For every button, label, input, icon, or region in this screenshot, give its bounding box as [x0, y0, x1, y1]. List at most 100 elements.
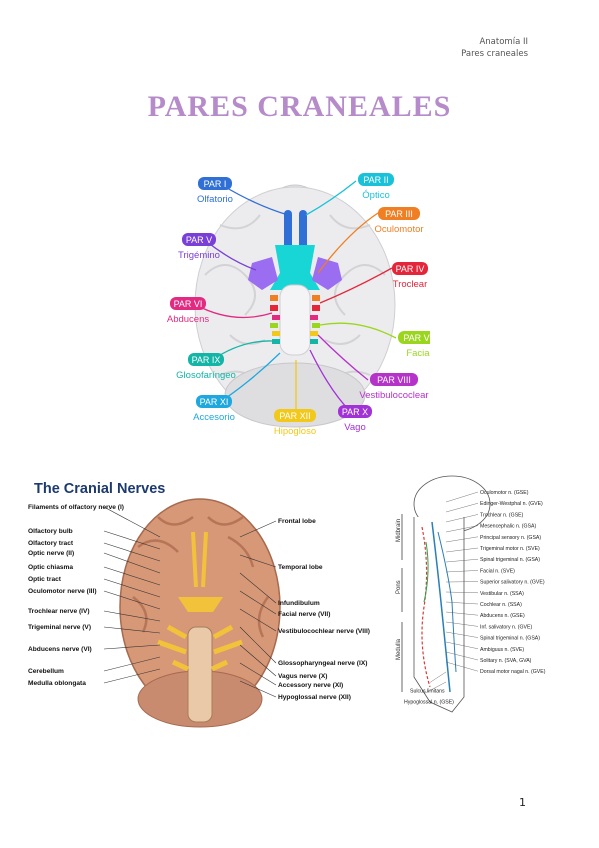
nucleus-label: Oculomotor n. (GSE) — [480, 490, 529, 496]
running-header: Anatomía II Pares craneales — [461, 36, 528, 60]
olfactory-right — [299, 210, 307, 255]
nucleus-label: Vestibular n. (SSA) — [480, 591, 524, 597]
pair-tag: PAR XII — [279, 411, 310, 421]
pair-name: Facial — [406, 348, 430, 359]
pair-badge — [358, 173, 394, 186]
left-label: Trigeminal nerve (V) — [28, 624, 91, 631]
side-label-medulla: Medulla — [396, 638, 402, 660]
nucleus-label: Solitary n. (SVA, GVA) — [480, 658, 532, 664]
nuclei-schematic: Midbrain Pons Medulla Oculomotor n. (GSE… — [390, 472, 580, 717]
trigeminal-left — [248, 257, 278, 290]
nuclei-labels: Oculomotor n. (GSE) Edinger-Westphal n. (… — [404, 490, 546, 706]
right-label: Hypoglossal nerve (XII) — [278, 694, 351, 701]
pair-tag: PAR I — [204, 179, 227, 189]
left-labels: Filaments of olfactory nerve (I) Olfactor… — [28, 504, 161, 687]
pair-tag: PAR IX — [192, 355, 221, 365]
pair-connector — [317, 334, 369, 381]
nucleus-label: Spinal trigeminal n. (GSA) — [480, 557, 540, 563]
pair-name: Óptico — [362, 190, 389, 201]
pair-tag: PAR IV — [396, 264, 425, 274]
pair-badge — [274, 409, 316, 422]
nucleus-label: Facial n. (SVE) — [480, 568, 515, 574]
right-label: Temporal lobe — [278, 564, 323, 571]
pair-badge — [378, 207, 420, 220]
trigeminal-right — [312, 257, 342, 290]
left-label: Abducens nerve (VI) — [28, 646, 92, 653]
nucleus-label: Inf. salivatory n. (GVE) — [480, 624, 532, 630]
left-label: Cerebellum — [28, 668, 64, 675]
nucleus-label: Sulcus limitans — [410, 688, 445, 694]
brainstem-outline — [413, 517, 465, 713]
left-label: Trochlear nerve (IV) — [28, 608, 90, 615]
right-label: Accessory nerve (XI) — [278, 682, 343, 689]
pair-tag: PAR XI — [200, 397, 229, 407]
right-label: Infundibulum — [278, 600, 320, 607]
figure2-title: The Cranial Nerves — [34, 481, 165, 497]
left-label: Optic chiasma — [28, 564, 73, 571]
pair-tag: PAR II — [363, 175, 388, 185]
pair-badge — [398, 331, 440, 344]
left-label: Filaments of olfactory nerve (I) — [28, 504, 124, 511]
pair-connector — [317, 212, 379, 274]
optic-chiasm — [270, 245, 320, 290]
side-label-pons: Pons — [396, 580, 402, 594]
header-course: Anatomía II — [479, 37, 528, 47]
nucleus-label: Trochlear n. (GSE) — [480, 512, 524, 518]
nucleus-label: Principal sensory n. (GSA) — [480, 535, 541, 541]
left-label: Olfactory bulb — [28, 528, 73, 535]
left-label: Medulla oblongata — [28, 680, 86, 687]
nucleus-label: Hypoglossal n. (GSE) — [404, 700, 454, 706]
pair-name: Vago — [344, 422, 365, 433]
left-label: Optic nerve (II) — [28, 550, 74, 557]
left-label: Olfactory tract — [28, 540, 74, 547]
cranial-nerves-svg: The Cranial Nerves Filaments of olfactor… — [28, 481, 370, 728]
pair-tag: PAR VIII — [377, 375, 411, 385]
page-title: PARES CRANEALES — [147, 90, 452, 123]
right-label: Frontal lobe — [278, 518, 316, 525]
pair-tag: PAR X — [342, 407, 368, 417]
right-label: Vestibulocochlear nerve (VIII) — [278, 628, 370, 635]
pair-name: Trigémino — [178, 250, 220, 261]
nucleus-label: Superior salivatory n. (GVE) — [480, 580, 545, 586]
right-label: Facial nerve (VII) — [278, 611, 330, 618]
right-label: Glossopharyngeal nerve (IX) — [278, 660, 367, 667]
pair-name: Abducens — [167, 314, 210, 325]
nucleus-label: Edinger-Westphal n. (GVE) — [480, 501, 543, 507]
header-topic: Pares craneales — [461, 49, 528, 59]
pair-name: Olfatorio — [197, 194, 233, 205]
pair-tag: PAR VI — [174, 299, 203, 309]
olfactory-left — [284, 210, 292, 255]
pair-badge — [170, 297, 206, 310]
pair-connector — [319, 267, 393, 304]
pair-name: Glosofaríngeo — [176, 370, 236, 381]
pair-badge — [182, 233, 216, 246]
brainstem-photo — [187, 626, 213, 723]
pair-connector — [305, 180, 357, 216]
nucleus-label: Trigeminal motor n. (SVE) — [480, 546, 540, 552]
left-label: Oculomotor nerve (III) — [28, 588, 97, 595]
pair-name: Troclear — [393, 279, 428, 290]
pair-connector — [319, 322, 397, 339]
optic-chiasma-photo — [178, 597, 223, 612]
left-label: Optic tract — [28, 576, 62, 583]
pair-badge — [196, 395, 232, 408]
nucleus-label: Spinal trigeminal n. (GSA) — [480, 636, 540, 642]
nuclei-svg: Midbrain Pons Medulla Oculomotor n. (GSE… — [396, 475, 546, 713]
page-number: 1 — [519, 796, 526, 809]
pair-badge — [198, 177, 232, 190]
side-label-midbrain: Midbrain — [396, 519, 402, 542]
nucleus-label: Dorsal motor nagal n. (GVE) — [480, 669, 546, 675]
nucleus-label: Abducens n. (GSE) — [480, 613, 525, 619]
pair-name: Hipogloso — [274, 426, 316, 437]
nucleus-label: Mesencephalic n. (GSA) — [480, 524, 536, 530]
pair-name: Vestibulococlear — [359, 390, 428, 401]
nucleus-label: Cochlear n. (SSA) — [480, 602, 522, 608]
cranial-nerves-figure: The Cranial Nerves Filaments of olfactor… — [28, 477, 378, 742]
pair-badge — [370, 373, 418, 386]
pair-tag: PAR V — [186, 235, 212, 245]
pair-name: Oculomotor — [374, 224, 423, 235]
pair-tag: PAR VII — [403, 333, 430, 343]
